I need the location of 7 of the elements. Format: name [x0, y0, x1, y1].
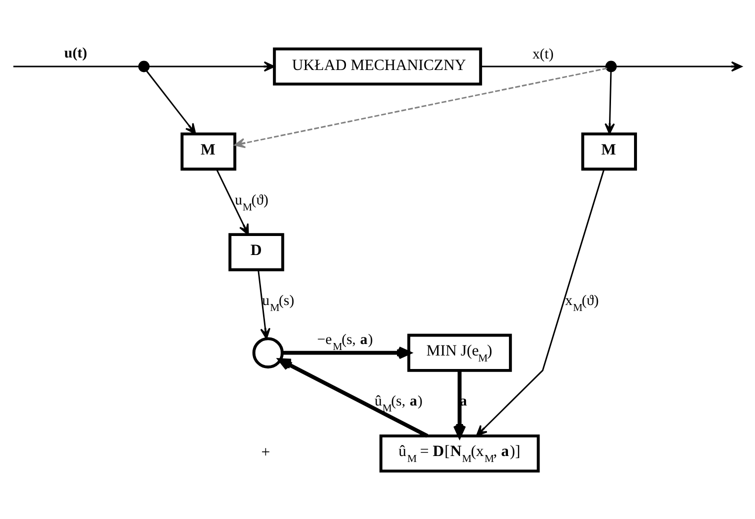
- edge-label: û$_{M}$(s, a): [374, 393, 422, 414]
- edge-label: x(t): [532, 46, 554, 62]
- edge-label: x$_{M}$(ϑ): [565, 292, 599, 314]
- edge-label: −e$_{M}$(s, a): [317, 332, 373, 353]
- edge-label: u$_{M}$(ϑ): [234, 192, 268, 213]
- edge-label: u(t): [64, 45, 88, 62]
- label: +: [261, 444, 270, 461]
